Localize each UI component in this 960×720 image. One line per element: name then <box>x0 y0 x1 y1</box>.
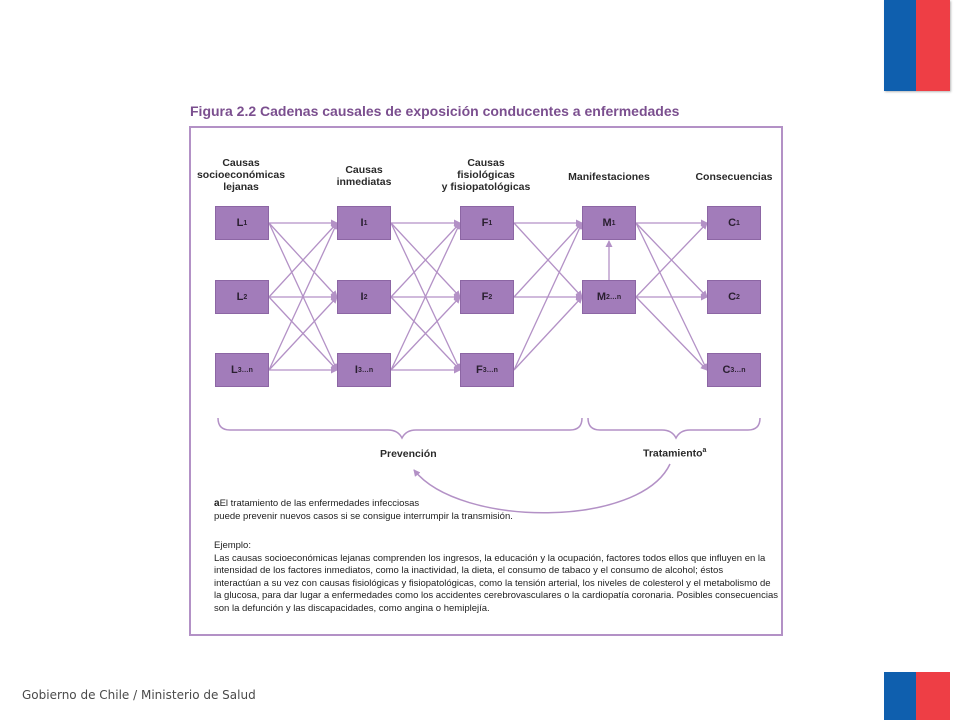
arrow-L2-I1 <box>268 222 338 298</box>
figure-title: Figura 2.2 Cadenas causales de exposició… <box>190 103 680 119</box>
figure-frame <box>189 126 783 636</box>
prevencion-label: Prevención <box>380 448 437 460</box>
arrow-L3-I1 <box>268 222 338 371</box>
arrow-I3-F1 <box>390 222 461 371</box>
chile-flag-bottom <box>884 672 950 720</box>
footnote: aEl tratamiento de las enfermedades infe… <box>214 498 513 522</box>
arrow-F2-M1 <box>513 222 583 298</box>
arrow-I2-F1 <box>390 222 461 298</box>
footer-text: Gobierno de Chile / Ministerio de Salud <box>22 688 256 702</box>
prevencion-brace <box>217 417 583 440</box>
arrow-M2-C3 <box>635 296 708 371</box>
header-consecuencias: Consecuencias <box>695 171 773 183</box>
tratamiento-brace <box>587 417 761 440</box>
arrow-F3-M1 <box>513 222 583 371</box>
header-causas-fisiologicas: Causas fisiológicas y fisiopatológicas <box>441 157 531 193</box>
chile-flag-top <box>884 0 950 91</box>
example-text: Ejemplo: Las causas socioeconómicas leja… <box>214 540 778 614</box>
arrow-F3-M2 <box>513 296 583 371</box>
arrow-M2-C1 <box>635 222 708 298</box>
feedback-arc <box>413 463 671 514</box>
header-causas-inmediatas: Causas inmediatas <box>336 164 392 188</box>
arrow-L3-I2 <box>268 296 338 371</box>
header-manifestaciones: Manifestaciones <box>568 171 650 183</box>
header-causas-lejanas: Causas socioeconómicas lejanas <box>196 157 286 193</box>
tratamiento-label: Tratamientoa <box>643 447 707 460</box>
arrow-I3-F2 <box>390 296 461 371</box>
